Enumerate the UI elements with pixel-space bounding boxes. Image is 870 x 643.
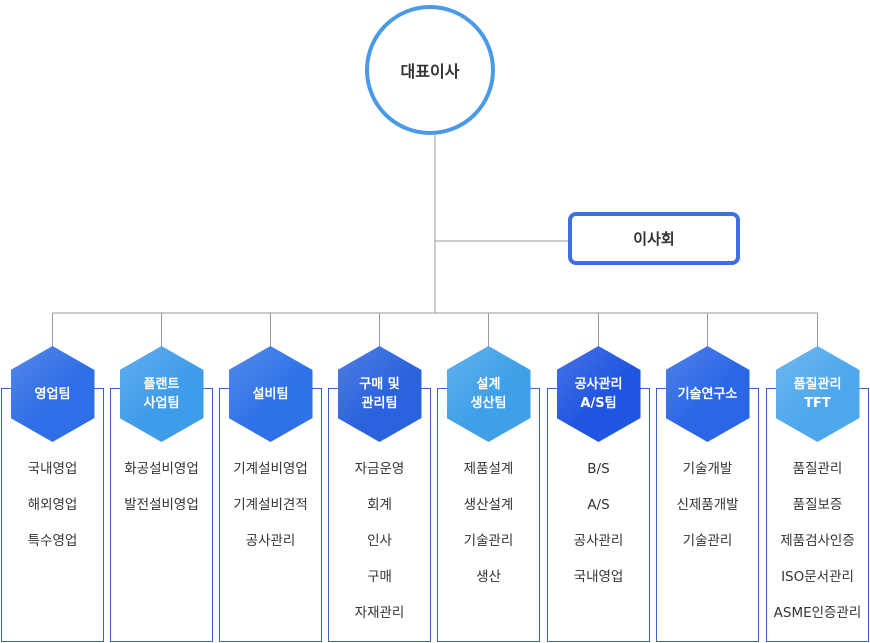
duty-item: 제품설계 — [463, 461, 514, 477]
duty-item: 인사 — [367, 533, 392, 549]
research-lab-label: 기술연구소 — [677, 386, 738, 402]
duty-item: 구매 — [367, 569, 392, 585]
duty-item: 기술관리 — [463, 533, 514, 549]
duty-item: 국내영업 — [573, 569, 624, 585]
duty-item: 제품검사인증 — [780, 533, 855, 549]
quality-tft-hexagon: 품질관리 TFT — [775, 346, 860, 442]
duty-item: 품질관리 — [792, 461, 843, 477]
design-team-label: 설계 생산팀 — [470, 377, 507, 411]
duty-item: 품질보증 — [792, 497, 843, 513]
duty-item: 생산 — [476, 569, 501, 585]
ceo-label: 대표이사 — [400, 62, 460, 81]
duty-item: 해외영업 — [27, 497, 78, 513]
facility-team-label: 설비팀 — [252, 386, 289, 402]
plant-team-label: 플랜트 사업팀 — [143, 377, 180, 411]
quality-tft-label: 품질관리 TFT — [793, 377, 842, 411]
sales-team-label: 영업팀 — [34, 386, 71, 402]
duty-item: 화공설비영업 — [124, 461, 199, 477]
plant-team-hexagon: 플랜트 사업팀 — [119, 346, 204, 442]
duty-item: B/S — [587, 461, 610, 477]
facility-team-hexagon: 설비팀 — [228, 346, 313, 442]
ceo-node: 대표이사 — [365, 5, 495, 135]
design-team-hexagon: 설계 생산팀 — [446, 346, 531, 442]
duty-item: 자재관리 — [354, 605, 405, 621]
duty-item: ASME인증관리 — [773, 605, 862, 621]
duty-item: 공사관리 — [573, 533, 624, 549]
duty-item: 기계설비영업 — [233, 461, 308, 477]
board-node: 이사회 — [568, 212, 740, 265]
duty-item: 회계 — [367, 497, 392, 513]
duty-item: 기술개발 — [682, 461, 733, 477]
duty-item: 특수영업 — [27, 533, 78, 549]
purchasing-team-label: 구매 및 관리팀 — [359, 377, 400, 411]
research-lab-hexagon: 기술연구소 — [665, 346, 750, 442]
construction-team-hexagon: 공사관리 A/S팀 — [556, 346, 641, 442]
duty-item: 국내영업 — [27, 461, 78, 477]
duty-item: 기술관리 — [682, 533, 733, 549]
duty-item: 자금운영 — [354, 461, 405, 477]
duty-item: 기계설비견적 — [233, 497, 308, 513]
duty-item: 공사관리 — [245, 533, 296, 549]
duty-item: A/S — [587, 497, 610, 513]
construction-team-label: 공사관리 A/S팀 — [574, 377, 623, 411]
purchasing-team-hexagon: 구매 및 관리팀 — [337, 346, 422, 442]
duty-item: 발전설비영업 — [124, 497, 199, 513]
duty-item: ISO문서관리 — [781, 569, 854, 585]
board-label: 이사회 — [633, 230, 675, 248]
sales-team-hexagon: 영업팀 — [10, 346, 95, 442]
duty-item: 생산설계 — [463, 497, 514, 513]
duty-item: 신제품개발 — [676, 497, 739, 513]
